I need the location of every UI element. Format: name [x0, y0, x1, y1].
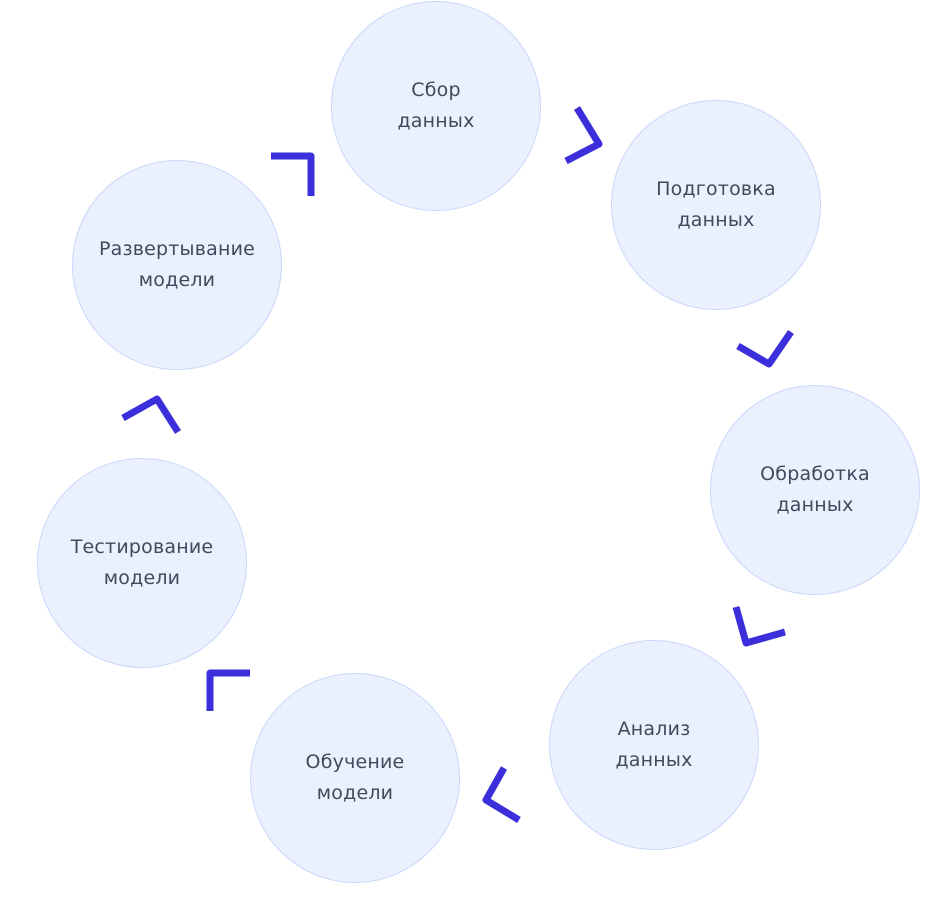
node-label: Подготовка данных	[656, 178, 776, 231]
node-test-model: Тестирование модели	[37, 458, 247, 668]
node-label: Тестирование модели	[70, 536, 214, 589]
node-label: Сбор данных	[397, 79, 475, 132]
node-label: Обработка данных	[760, 463, 870, 516]
node-label: Развертывание модели	[98, 238, 256, 291]
chevron-icon-test-to-deploy	[121, 395, 181, 434]
node-label: Обучение модели	[305, 751, 405, 804]
chevron-icon-train-to-test	[206, 669, 250, 711]
node-train-model: Обучение модели	[250, 673, 460, 883]
chevron-icon-process-to-analyze	[732, 606, 786, 647]
chevron-icon-prepare-to-process	[736, 330, 794, 368]
node-label: Анализ данных	[615, 718, 693, 771]
node-process-data: Обработка данных	[710, 385, 920, 595]
node-prepare-data: Подготовка данных	[611, 100, 821, 310]
chevron-icon-collect-to-prepare	[564, 106, 603, 165]
node-collect-data: Сбор данных	[331, 1, 541, 211]
chevron-icon-analyze-to-train	[482, 766, 521, 823]
chevron-icon-deploy-to-collect	[271, 152, 315, 196]
node-analyze-data: Анализ данных	[549, 640, 759, 850]
node-deploy-model: Развертывание модели	[72, 160, 282, 370]
